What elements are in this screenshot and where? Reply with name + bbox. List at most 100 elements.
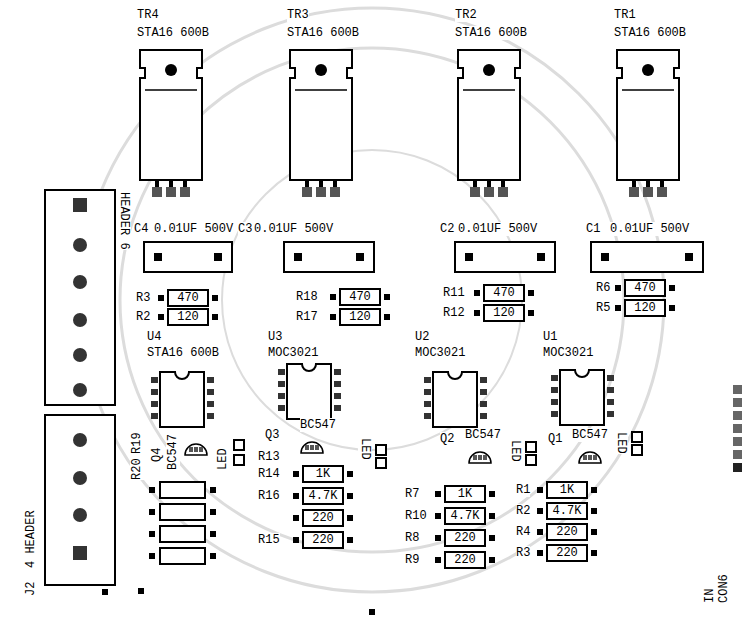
silkscreen-label: R14	[258, 467, 280, 481]
value-text: 4.7K	[553, 504, 582, 518]
value-text: 220	[312, 511, 334, 525]
silkscreen-label: R1	[516, 483, 530, 497]
value-text: 470	[493, 286, 515, 300]
silkscreen-label: R5	[596, 301, 610, 315]
part-label: 0.01UF 500V	[254, 222, 333, 236]
silkscreen-label: R3	[136, 291, 150, 305]
value-text: 120	[493, 306, 515, 320]
value-text: 470	[177, 291, 199, 305]
value-text: 220	[454, 531, 476, 545]
silkscreen-label: R11	[443, 286, 465, 300]
resistor-symbol: 470	[168, 290, 208, 306]
value-text: 470	[349, 290, 371, 304]
value-text: 4.7K	[309, 489, 338, 503]
part-label: MOC3021	[268, 346, 318, 360]
silkscreen-label: R10	[405, 509, 427, 523]
watermark-seal	[80, 8, 664, 592]
resistor-symbol: 220	[547, 524, 587, 540]
part-outline	[445, 552, 745, 621]
part-label: TR3	[287, 8, 309, 22]
resistor-symbol: 120	[340, 309, 380, 325]
power-triac: TR1STA16 600B	[614, 8, 684, 203]
part-label: HEADER 6	[117, 192, 131, 250]
part-label: C1	[586, 222, 600, 236]
part-label: MOC3021	[415, 346, 465, 360]
connector-pad	[733, 385, 742, 472]
power-triac: TR2STA16 600B	[455, 8, 525, 203]
silkscreen-label: Q4	[150, 448, 164, 462]
part-label: C4	[134, 222, 148, 236]
part-label: STA16 600B	[287, 26, 359, 40]
part-outline	[445, 530, 745, 621]
silkscreen-label: R8	[405, 531, 419, 545]
part-label: J2	[24, 582, 38, 596]
part-outline	[445, 508, 745, 621]
optocoupler-chip: U4STA16 600B	[147, 330, 237, 430]
part-label: 0.01UF 500V	[458, 222, 537, 236]
silkscreen-label: LED	[614, 432, 628, 454]
value-text: 1K	[458, 487, 472, 501]
part-label: U4	[147, 330, 161, 344]
silkscreen-label: Q2	[440, 432, 454, 446]
part-label: U1	[543, 330, 557, 344]
silkscreen-label: BC547	[166, 434, 180, 470]
silkscreen-label: BC547	[572, 428, 608, 442]
value-text: 470	[634, 281, 656, 295]
silkscreen-label: R4	[516, 525, 530, 539]
part-label: STA16 600B	[147, 346, 219, 360]
part-label: TR4	[137, 8, 159, 22]
silkscreen-label: CON6	[717, 574, 731, 603]
value-text: 4.7K	[451, 509, 480, 523]
silkscreen-label: R2	[516, 504, 530, 518]
resistor-symbol: 4.7K	[445, 508, 485, 524]
power-triac: TR3STA16 600B	[287, 8, 357, 203]
capacitor-symbol: C2 0.01UF 500V	[440, 222, 555, 274]
value-text: 120	[634, 301, 656, 315]
part-label: U3	[268, 330, 282, 344]
part-label: C2	[440, 222, 454, 236]
part-label: TR2	[455, 8, 477, 22]
silkscreen-label: LED	[508, 440, 522, 462]
resistor-symbol: 1K	[547, 482, 587, 498]
part-outline	[625, 300, 745, 450]
optocoupler-chip: U3MOC3021	[268, 330, 358, 430]
silkscreen-label: R19	[130, 432, 144, 454]
resistor-symbol: 220	[303, 510, 343, 526]
silkscreen-label: IN	[703, 589, 717, 603]
header-connector: J24 HEADER	[45, 415, 115, 585]
silkscreen-label: R17	[296, 310, 318, 324]
optocoupler-chip: U2MOC3021	[415, 330, 505, 430]
part-label: 4 HEADER	[24, 510, 38, 568]
resistor-symbol: 470	[625, 280, 665, 296]
resistor-symbol: 220	[445, 552, 485, 568]
resistor-symbol: 4.7K	[547, 503, 587, 519]
header-connector: HEADER 6	[45, 190, 115, 405]
resistor-symbol: 220	[303, 532, 343, 548]
part-label: C3	[238, 222, 252, 236]
capacitor-symbol: C1 0.01UF 500V	[586, 222, 703, 274]
via-dot	[102, 588, 375, 615]
resistor-symbol: 220	[547, 545, 587, 561]
value-text: 220	[312, 533, 334, 547]
transistor-outline	[185, 442, 601, 463]
resistor-symbol: 120	[484, 305, 524, 321]
silkscreen-label: R20	[130, 458, 144, 480]
part-label: STA16 600B	[137, 26, 209, 40]
resistor-symbol: 1K	[445, 486, 485, 502]
resistor-symbol: 470	[340, 289, 380, 305]
power-triac: TR4STA16 600B	[137, 8, 207, 203]
value-text: 220	[556, 525, 578, 539]
resistor-symbol: 470	[484, 285, 524, 301]
value-text: 120	[177, 310, 199, 324]
part-label: STA16 600B	[455, 26, 527, 40]
part-outline	[45, 415, 345, 565]
silkscreen-label: R13	[258, 450, 280, 464]
part-label: 0.01UF 500V	[154, 222, 233, 236]
silkscreen-label: BC547	[465, 428, 501, 442]
capacitor-symbol: C30.01UF 500V	[238, 222, 374, 274]
value-text: 220	[556, 546, 578, 560]
silkscreen-label: BC547	[300, 418, 336, 432]
silkscreen-label: R7	[405, 487, 419, 501]
silkscreen-label: R3	[516, 546, 530, 560]
part-label: 0.01UF 500V	[610, 222, 689, 236]
